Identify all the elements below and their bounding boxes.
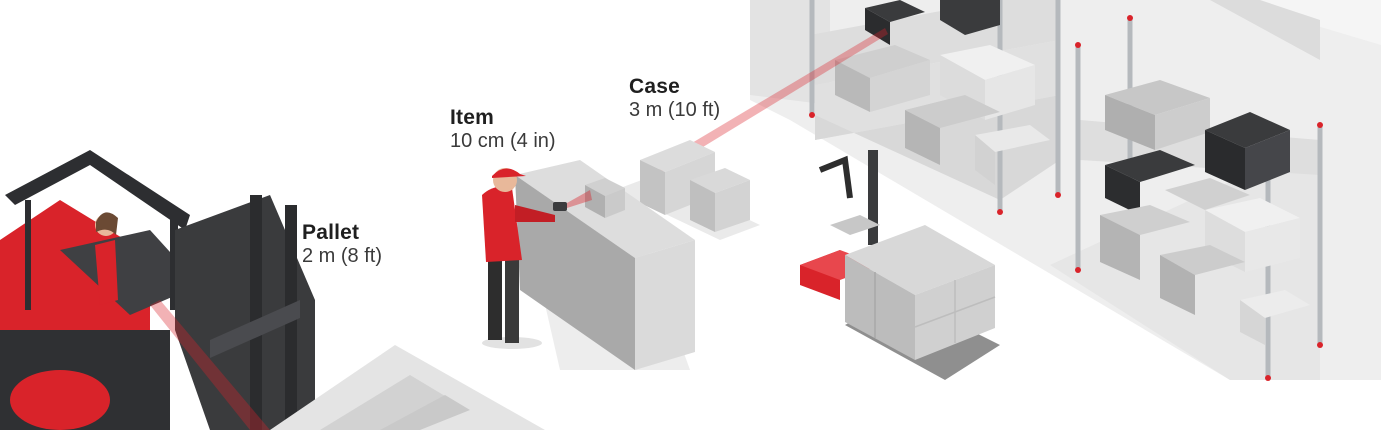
forklift	[0, 150, 315, 430]
item-title: Item	[450, 106, 494, 129]
item-distance: 10 cm (4 in)	[450, 130, 556, 153]
floor-pallet	[270, 345, 545, 430]
storage-rack-front	[1050, 15, 1323, 381]
pallet-title: Pallet	[302, 221, 360, 244]
case-boxes	[615, 140, 760, 240]
pallet-label: Pallet 2 m (8 ft)	[302, 221, 382, 268]
case-title: Case	[629, 75, 681, 98]
storage-rack-back	[809, 0, 1061, 215]
worker-figure	[482, 168, 567, 349]
packing-table	[515, 160, 695, 370]
item-label: Item 10 cm (4 in)	[450, 106, 556, 153]
pallet-boxes	[845, 225, 1000, 380]
scan-beam-item	[567, 190, 592, 208]
scan-beam-pallet	[150, 300, 270, 430]
case-label: Case 3 m (10 ft)	[629, 75, 720, 122]
pallet-distance: 2 m (8 ft)	[302, 245, 383, 268]
case-distance: 3 m (10 ft)	[629, 99, 721, 122]
scan-beam-case	[655, 28, 888, 172]
